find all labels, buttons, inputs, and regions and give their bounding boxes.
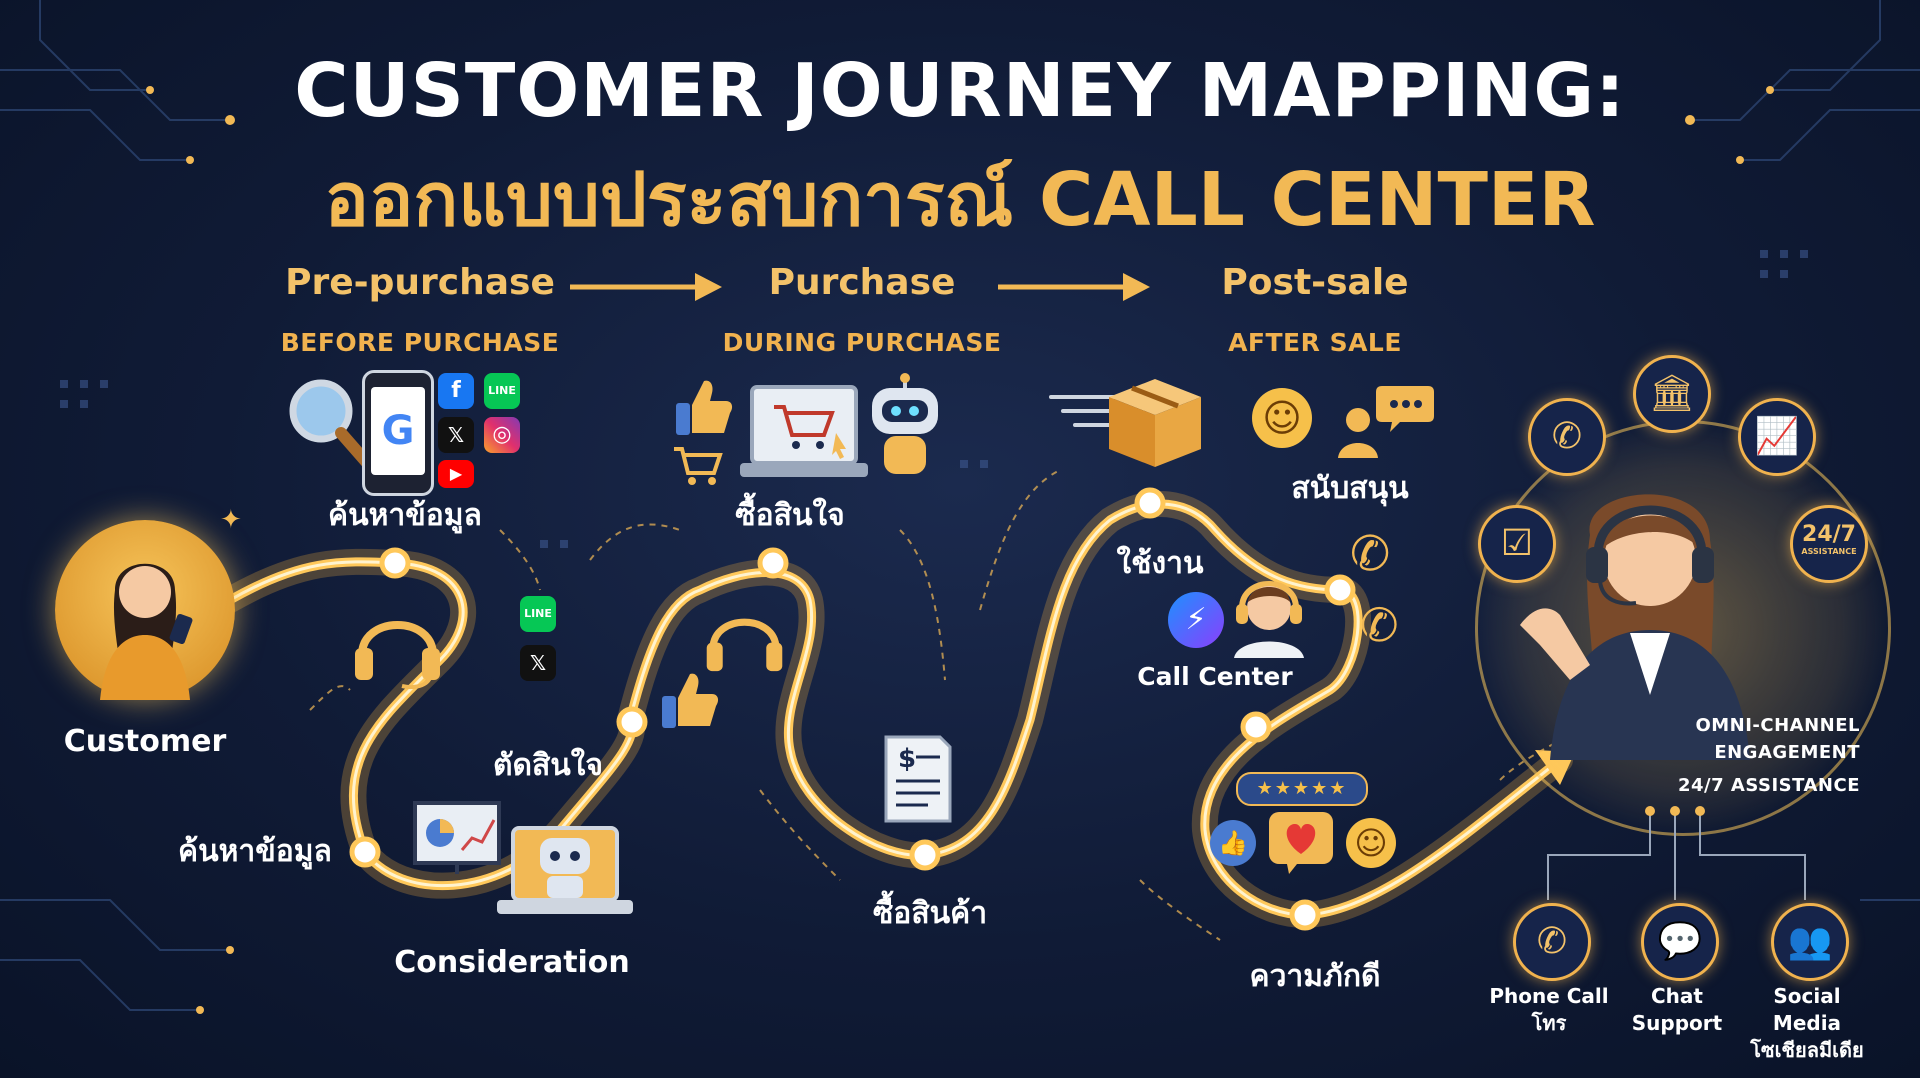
channel-chat-sub: Support xyxy=(1631,1011,1723,1035)
laptop-cart-icon xyxy=(740,385,868,477)
channel-chat-support-label: Chat Support xyxy=(1607,983,1747,1037)
line-icon: LINE xyxy=(484,373,520,409)
label-decide: ตัดสินใจ xyxy=(492,748,603,783)
page-title-line1: CUSTOMER JOURNEY MAPPING: xyxy=(294,48,1626,134)
channel-chat-title: Chat xyxy=(1651,984,1703,1008)
customer-avatar xyxy=(55,520,235,700)
phone-google-icon: G xyxy=(362,370,434,496)
five-star-rating: ★★★★★ xyxy=(1236,772,1368,806)
chat-icon: 💬 xyxy=(1657,921,1703,962)
phone-ringing-icon: ✆ xyxy=(1350,526,1391,582)
channel-phone-call-label: Phone Call โทร xyxy=(1479,983,1619,1037)
stage-pre-purchase: Pre-purchase xyxy=(285,262,555,303)
heart-chat-icon xyxy=(1269,812,1333,874)
bar-chart-icon: 📈 xyxy=(1754,416,1800,457)
stage-post-sale: Post-sale xyxy=(1221,262,1409,303)
thumbs-up-icon-2 xyxy=(662,673,719,728)
headset-icon-2 xyxy=(706,618,783,672)
page-title-line2: ออกแบบประสบการณ์ CALL CENTER xyxy=(324,157,1596,243)
omni-channel-line2: ENGAGEMENT xyxy=(1714,742,1860,763)
ring-phone-chat-button: ✆ xyxy=(1528,398,1606,476)
line-icon-2: LINE xyxy=(520,596,556,632)
channel-chat-support-button[interactable]: 💬 xyxy=(1641,903,1719,981)
channel-phone-call-title: Phone Call xyxy=(1489,984,1609,1008)
stage-post-sale-sub: AFTER SALE xyxy=(1228,328,1402,357)
label-search-bottom: ค้นหาข้อมูล xyxy=(178,834,332,869)
label-interested: ซื้อสินใจ xyxy=(735,498,845,533)
customer-figure-icon xyxy=(100,563,193,700)
bank-icon: 🏛 xyxy=(1649,373,1695,414)
ring-growth-chart-button: 📈 xyxy=(1738,398,1816,476)
stage-purchase-sub: DURING PURCHASE xyxy=(722,328,1002,357)
badge-247: 24/7 xyxy=(1802,522,1856,547)
instagram-icon: ◎ xyxy=(484,417,520,453)
like-badge-icon: 👍 xyxy=(1210,820,1256,866)
phone-chat-icon: ✆ xyxy=(1551,416,1583,457)
label-customer: Customer xyxy=(63,724,227,759)
ring-bank-button: 🏛 xyxy=(1633,355,1711,433)
social-media-icon: 👥 xyxy=(1787,921,1833,962)
thumbs-up-icon xyxy=(676,380,733,435)
laptop-robot-icon xyxy=(497,826,633,914)
phone-icon-2: ✆ xyxy=(1360,598,1399,652)
label-search-top: ค้นหาข้อมูล xyxy=(328,498,482,533)
agent-small-icon xyxy=(1234,581,1304,658)
channel-social-sub: โซเชียลมีเดีย xyxy=(1750,1038,1864,1062)
label-buy: ซื้อสินค้า xyxy=(872,896,988,931)
stage-pre-purchase-sub: BEFORE PURCHASE xyxy=(280,328,560,357)
shopping-cart-small-icon xyxy=(674,447,723,485)
ring-247-badge: 24/7 ASSISTANCE xyxy=(1790,505,1868,583)
call-center-agent-illustration xyxy=(1520,494,1750,760)
label-consideration: Consideration xyxy=(394,945,630,980)
channel-social-media-label: Social Media โซเชียลมีเดีย xyxy=(1737,983,1877,1064)
label-support: สนับสนุน xyxy=(1291,471,1409,506)
label-call-center: Call Center xyxy=(1137,662,1293,691)
smiley-icon: ☺ xyxy=(1252,388,1312,448)
omni-channel-line3: 24/7 ASSISTANCE xyxy=(1677,775,1860,796)
channel-connectors xyxy=(1547,806,1806,900)
channel-phone-call-button[interactable]: ✆ xyxy=(1513,903,1591,981)
person-chat-icon xyxy=(1338,386,1434,458)
x-icon: 𝕏 xyxy=(438,417,474,453)
messenger-icon: ⚡ xyxy=(1168,592,1224,648)
omni-channel-line1: OMNI-CHANNEL xyxy=(1695,715,1860,736)
google-icon: G xyxy=(371,387,425,475)
robot-assistant-icon xyxy=(872,373,938,474)
delivery-box-icon xyxy=(1109,379,1201,467)
checklist-icon: ☑ xyxy=(1500,523,1534,564)
channel-phone-call-sub: โทร xyxy=(1531,1011,1567,1035)
smiley-icon-2: ☺ xyxy=(1346,818,1396,868)
channel-social-title: Social Media xyxy=(1772,984,1842,1035)
svg-text:$: $ xyxy=(898,744,916,774)
presentation-board-icon xyxy=(413,801,501,874)
headset-icon xyxy=(355,621,440,689)
stage-purchase: Purchase xyxy=(768,262,956,303)
label-loyalty: ความภักดี xyxy=(1249,959,1381,994)
invoice-icon: $ xyxy=(884,735,952,823)
facebook-icon: f xyxy=(438,373,474,409)
ring-checklist-button: ☑ xyxy=(1478,505,1556,583)
youtube-icon: ▶ xyxy=(438,460,474,488)
label-use: ใช้งาน xyxy=(1116,546,1204,581)
channel-social-media-button[interactable]: 👥 xyxy=(1771,903,1849,981)
badge-247-sub: ASSISTANCE xyxy=(1801,547,1857,556)
sparkle-icon: ✦ xyxy=(220,505,242,535)
phone-icon: ✆ xyxy=(1536,921,1568,962)
x-icon-2: 𝕏 xyxy=(520,645,556,681)
